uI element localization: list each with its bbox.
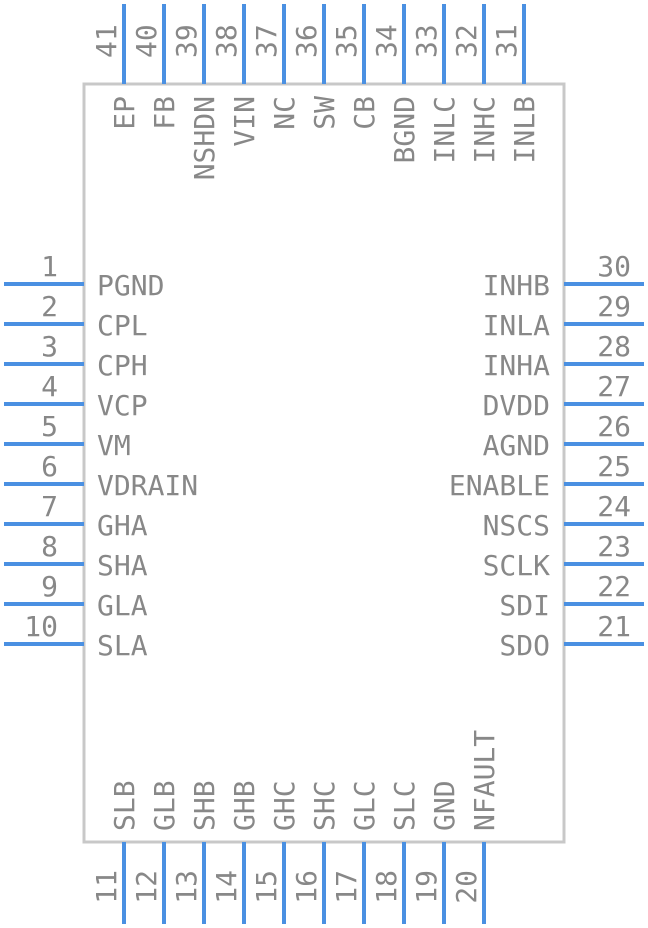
pin-number-38: 38 <box>210 24 243 58</box>
pin-name-vm: VM <box>97 429 131 462</box>
pin-name-ep: EP <box>108 96 141 130</box>
pin-name-fb: FB <box>148 96 181 130</box>
pin-number-22: 22 <box>597 570 631 603</box>
pin-number-10: 10 <box>24 610 58 643</box>
pin-name-gnd: GND <box>428 780 461 831</box>
pin-name-inha: INHA <box>483 349 551 382</box>
pin-number-15: 15 <box>250 870 283 904</box>
pin-name-cph: CPH <box>97 349 148 382</box>
pin-number-29: 29 <box>597 290 631 323</box>
pin-name-glc: GLC <box>348 780 381 831</box>
pin-number-33: 33 <box>410 24 443 58</box>
pin-name-inlb: INLB <box>508 96 541 163</box>
pin-number-26: 26 <box>597 410 631 443</box>
pin-number-36: 36 <box>290 24 323 58</box>
pin-name-inla: INLA <box>483 309 551 342</box>
pin-name-sdo: SDO <box>499 629 550 662</box>
pin-name-cpl: CPL <box>97 309 148 342</box>
pin-number-14: 14 <box>210 870 243 904</box>
pin-name-dvdd: DVDD <box>483 389 550 422</box>
pin-number-20: 20 <box>450 870 483 904</box>
pin-name-sclk: SCLK <box>483 549 551 582</box>
pin-name-slb: SLB <box>108 780 141 831</box>
ic-body <box>82 82 566 844</box>
pin-name-agnd: AGND <box>483 429 550 462</box>
pin-name-sw: SW <box>308 96 341 130</box>
pin-number-40: 40 <box>130 24 163 58</box>
pin-name-nscs: NSCS <box>483 509 550 542</box>
pin-number-18: 18 <box>370 870 403 904</box>
pin-number-16: 16 <box>290 870 323 904</box>
pin-name-sdi: SDI <box>499 589 550 622</box>
pin-number-35: 35 <box>330 24 363 58</box>
pin-number-17: 17 <box>330 870 363 904</box>
pin-number-11: 11 <box>90 870 123 904</box>
pin-name-sha: SHA <box>97 549 148 582</box>
pin-number-9: 9 <box>41 570 58 603</box>
pin-name-nfault: NFAULT <box>468 730 501 831</box>
pin-number-6: 6 <box>41 450 58 483</box>
pin-name-pgnd: PGND <box>97 269 164 302</box>
pin-name-inhb: INHB <box>483 269 550 302</box>
pin-number-21: 21 <box>597 610 631 643</box>
pin-number-34: 34 <box>370 24 403 58</box>
pin-number-30: 30 <box>597 250 631 283</box>
pin-number-13: 13 <box>170 870 203 904</box>
pin-name-gha: GHA <box>97 509 148 542</box>
pin-number-8: 8 <box>41 530 58 563</box>
pin-name-sla: SLA <box>97 629 148 662</box>
pin-name-gla: GLA <box>97 589 148 622</box>
pin-number-27: 27 <box>597 370 631 403</box>
pin-name-bgnd: BGND <box>388 96 421 163</box>
pin-name-vin: VIN <box>228 96 261 147</box>
pin-name-vcp: VCP <box>97 389 148 422</box>
pin-number-12: 12 <box>130 870 163 904</box>
pin-number-1: 1 <box>41 250 58 283</box>
pin-name-shb: SHB <box>188 780 221 831</box>
pin-number-5: 5 <box>41 410 58 443</box>
pin-number-31: 31 <box>490 24 523 58</box>
pin-number-37: 37 <box>250 24 283 58</box>
pin-number-24: 24 <box>597 490 631 523</box>
pin-name-ghc: GHC <box>268 780 301 831</box>
pin-name-enable: ENABLE <box>449 469 550 502</box>
pin-name-inhc: INHC <box>468 96 501 163</box>
pin-number-23: 23 <box>597 530 631 563</box>
pin-name-nshdn: NSHDN <box>188 96 221 180</box>
pin-number-25: 25 <box>597 450 631 483</box>
pin-number-7: 7 <box>41 490 58 523</box>
pin-name-inlc: INLC <box>428 96 461 163</box>
pin-name-ghb: GHB <box>228 780 261 831</box>
pin-name-slc: SLC <box>388 780 421 831</box>
pin-name-nc: NC <box>268 96 301 130</box>
pin-number-19: 19 <box>410 870 443 904</box>
pin-number-28: 28 <box>597 330 631 363</box>
pin-name-glb: GLB <box>148 780 181 831</box>
pin-number-3: 3 <box>41 330 58 363</box>
pin-name-vdrain: VDRAIN <box>97 469 198 502</box>
pin-number-32: 32 <box>450 24 483 58</box>
pin-name-cb: CB <box>348 96 381 130</box>
pin-number-39: 39 <box>170 24 203 58</box>
pin-number-41: 41 <box>90 24 123 58</box>
pin-number-4: 4 <box>41 370 58 403</box>
pin-name-shc: SHC <box>308 780 341 831</box>
pin-number-2: 2 <box>41 290 58 323</box>
